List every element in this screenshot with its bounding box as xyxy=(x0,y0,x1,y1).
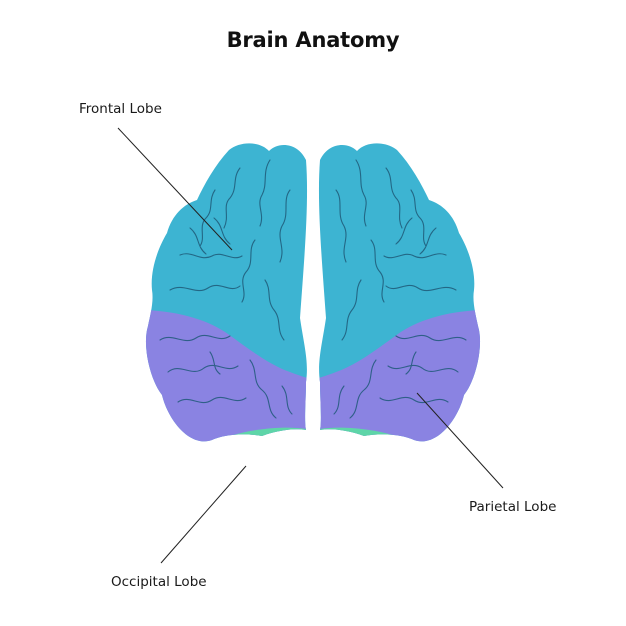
left-hemisphere xyxy=(145,143,308,442)
occipital-leader-line xyxy=(160,465,247,564)
parietal-leader-line xyxy=(416,392,504,489)
right-sulci xyxy=(333,159,467,442)
frontal-lobe-label: Frontal Lobe xyxy=(79,101,162,117)
left-parietal-lobe xyxy=(145,309,308,442)
right-parietal-lobe xyxy=(318,309,481,442)
occipital-lobe-label: Occipital Lobe xyxy=(111,574,207,590)
right-hemisphere xyxy=(318,143,481,442)
frontal-leader-line xyxy=(117,127,233,251)
left-occipital-lobe xyxy=(196,427,308,442)
diagram-title: Brain Anatomy xyxy=(226,28,400,52)
right-occipital-lobe xyxy=(318,427,430,442)
parietal-lobe-label: Parietal Lobe xyxy=(469,499,557,515)
